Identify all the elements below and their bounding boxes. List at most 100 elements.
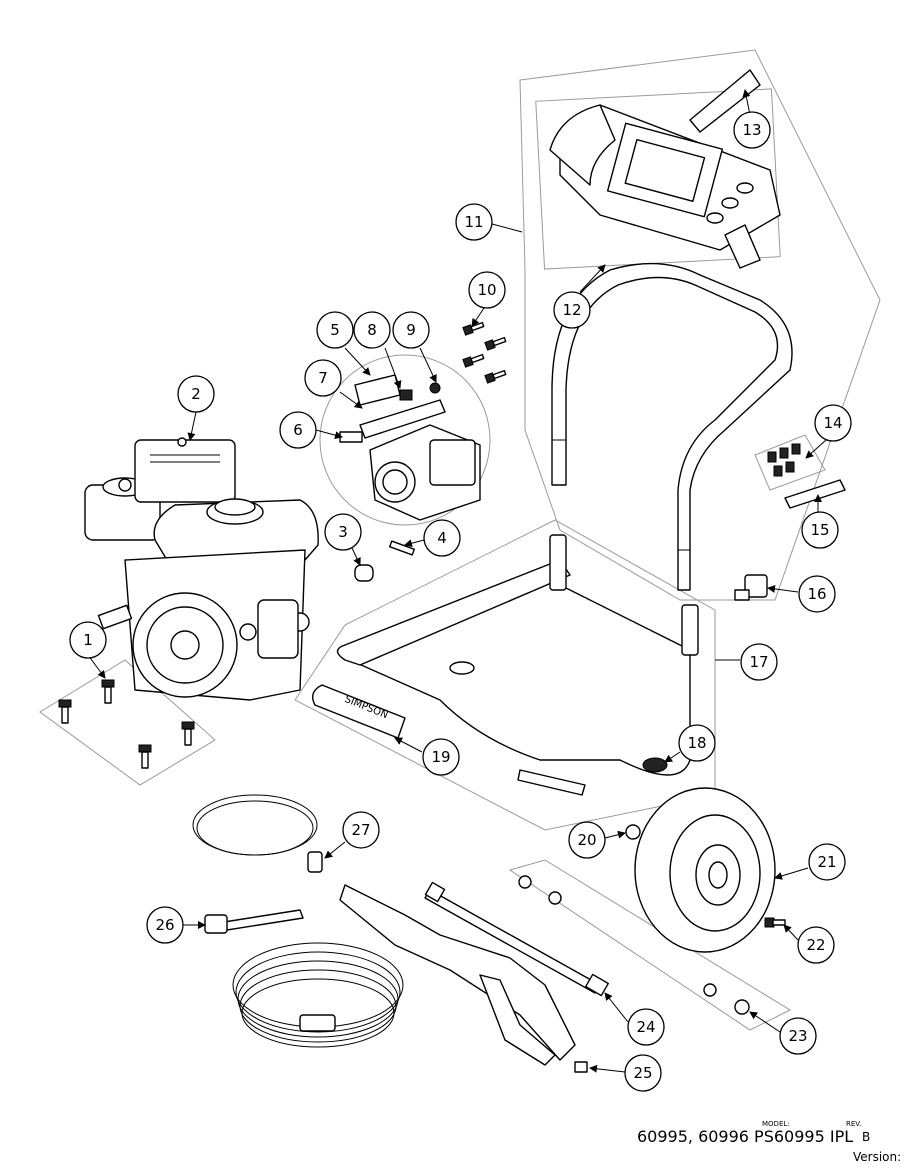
pump-boundary (319, 354, 491, 526)
callout-number: 8 (367, 321, 377, 339)
spray-lance (424, 881, 609, 997)
rubber-foot (642, 757, 668, 773)
callout-4: 4 (423, 519, 461, 557)
callout-bubble (678, 724, 716, 762)
callout-8: 8 (353, 311, 391, 349)
callout-bubble (814, 404, 852, 442)
callout-number: 12 (562, 301, 581, 319)
callout-bubble (553, 291, 591, 329)
callout-number: 15 (810, 521, 829, 539)
engine-bolts (58, 679, 195, 769)
callout-26: 26 (146, 906, 184, 944)
rev-value: B (862, 1130, 871, 1144)
callout-bubble (342, 811, 380, 849)
callout-number: 4 (437, 529, 447, 547)
shaft-spacer (354, 564, 374, 582)
leader-lines (87, 89, 827, 1073)
handle-assembly-boundary (519, 49, 881, 601)
high-pressure-hose (204, 909, 404, 1048)
wheel (634, 787, 776, 953)
callout-number: 18 (687, 734, 706, 752)
callout-12: 12 (553, 291, 591, 329)
engine-bolts-boundary (39, 659, 216, 786)
pump-screws (462, 321, 507, 384)
version-caption: Version: (853, 1150, 902, 1164)
handle-bolts (767, 443, 801, 477)
callout-9: 9 (392, 311, 430, 349)
model-caption: MODEL: (762, 1120, 790, 1128)
callout-19: 19 (422, 738, 460, 776)
callout-23: 23 (779, 1017, 817, 1055)
callout-bubble (798, 575, 836, 613)
callout-number: 24 (636, 1018, 655, 1036)
callout-bubble (422, 738, 460, 776)
callout-13: 13 (733, 111, 771, 149)
wheel-bolt (764, 917, 786, 928)
pump-fitting (339, 431, 363, 443)
frame-boundary (294, 519, 716, 831)
air-cleaner-box (134, 439, 236, 503)
axle-washer-1 (518, 875, 532, 889)
control-panel-boundary (535, 88, 781, 270)
callout-10: 10 (468, 271, 506, 309)
callout-number: 2 (191, 385, 201, 403)
callout-number: 14 (823, 414, 842, 432)
callout-bubble (279, 411, 317, 449)
callout-number: 16 (807, 585, 826, 603)
model-numbers: 60995, 60996 PS60995 IPL (637, 1127, 854, 1146)
handle (551, 262, 793, 591)
axle-hardware-boundary (508, 859, 792, 1031)
callout-11: 11 (455, 203, 493, 241)
callout-number: 23 (788, 1027, 807, 1045)
callout-number: 26 (155, 916, 174, 934)
callout-bubble (468, 271, 506, 309)
shaft-key (388, 540, 416, 556)
callout-bubble (779, 1017, 817, 1055)
callout-22: 22 (797, 926, 835, 964)
callout-bubble (423, 519, 461, 557)
callout-bubble (801, 511, 839, 549)
handle-clip (784, 479, 846, 509)
callout-number: 5 (330, 321, 340, 339)
rev-caption: REV. (846, 1120, 862, 1128)
callout-number: 27 (351, 821, 370, 839)
axle-washer-2 (548, 891, 562, 905)
callout-bubble (392, 311, 430, 349)
callout-number: 22 (806, 936, 825, 954)
callout-6: 6 (279, 411, 317, 449)
callout-2: 2 (177, 375, 215, 413)
callout-bubble (733, 111, 771, 149)
callout-bubble (177, 375, 215, 413)
callout-number: 19 (431, 748, 450, 766)
washer (625, 824, 641, 840)
callout-16: 16 (798, 575, 836, 613)
callout-number: 20 (577, 831, 596, 849)
callout-21: 21 (808, 843, 846, 881)
callout-3: 3 (324, 513, 362, 551)
callout-27: 27 (342, 811, 380, 849)
callout-number: 6 (293, 421, 303, 439)
callout-17: 17 (740, 643, 778, 681)
hub-cap (734, 999, 750, 1015)
callout-15: 15 (801, 511, 839, 549)
callout-number: 11 (464, 213, 483, 231)
callout-25: 25 (624, 1054, 662, 1092)
callout-14: 14 (814, 404, 852, 442)
unloader-valve (354, 374, 401, 406)
callout-7: 7 (304, 359, 342, 397)
callout-20: 20 (568, 821, 606, 859)
callout-18: 18 (678, 724, 716, 762)
panel-bracket (689, 69, 761, 133)
callout-bubble (353, 311, 391, 349)
callout-24: 24 (627, 1008, 665, 1046)
callout-bubble (740, 643, 778, 681)
callout-number: 13 (742, 121, 761, 139)
callout-5: 5 (316, 311, 354, 349)
callout-bubble (316, 311, 354, 349)
callout-number: 9 (406, 321, 416, 339)
pump-assembly (339, 321, 507, 521)
callout-number: 7 (318, 369, 328, 387)
callout-bubble (624, 1054, 662, 1092)
